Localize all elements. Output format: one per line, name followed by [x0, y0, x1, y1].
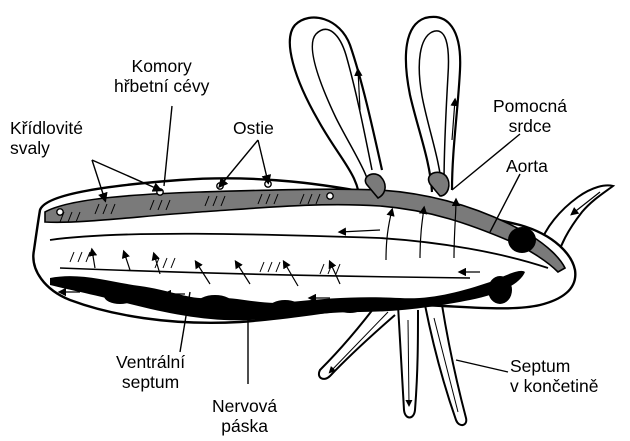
- label-ostie-line1: Ostie: [233, 118, 274, 138]
- label-aorta: Aorta: [506, 156, 548, 176]
- label-kridlovite-svaly: Křídlovité svaly: [10, 118, 83, 158]
- label-kridlovite-line1: Křídlovité: [10, 118, 83, 138]
- label-kridlovite-line2: svaly: [10, 138, 83, 158]
- label-aorta-line1: Aorta: [506, 156, 548, 176]
- label-nervova-line2: páska: [212, 416, 277, 436]
- label-pomocna-line1: Pomocná: [493, 96, 567, 116]
- label-ostie: Ostie: [233, 118, 274, 138]
- right-wing-loop: [406, 17, 460, 192]
- legs: [319, 300, 466, 425]
- label-nervova-line1: Nervová: [212, 396, 277, 416]
- label-ventralni-line1: Ventrální: [116, 352, 185, 372]
- label-komory: Komory hřbetní cévy: [114, 56, 209, 96]
- right-wing-loop-inner: [419, 31, 448, 190]
- label-septum-line2: v končetině: [510, 376, 599, 396]
- label-pomocna-srdce: Pomocná srdce: [493, 96, 567, 136]
- left-wing-loop-inner: [312, 29, 372, 200]
- label-komory-line2: hřbetní cévy: [114, 76, 209, 96]
- label-nervova-paska: Nervová páska: [212, 396, 277, 436]
- label-septum-line1: Septum: [510, 356, 599, 376]
- label-ventralni-septum: Ventrální septum: [116, 352, 185, 392]
- label-komory-line1: Komory: [114, 56, 209, 76]
- label-pomocna-line2: srdce: [493, 116, 567, 136]
- label-septum-v-koncetine: Septum v končetině: [510, 356, 599, 396]
- label-ventralni-line2: septum: [116, 372, 185, 392]
